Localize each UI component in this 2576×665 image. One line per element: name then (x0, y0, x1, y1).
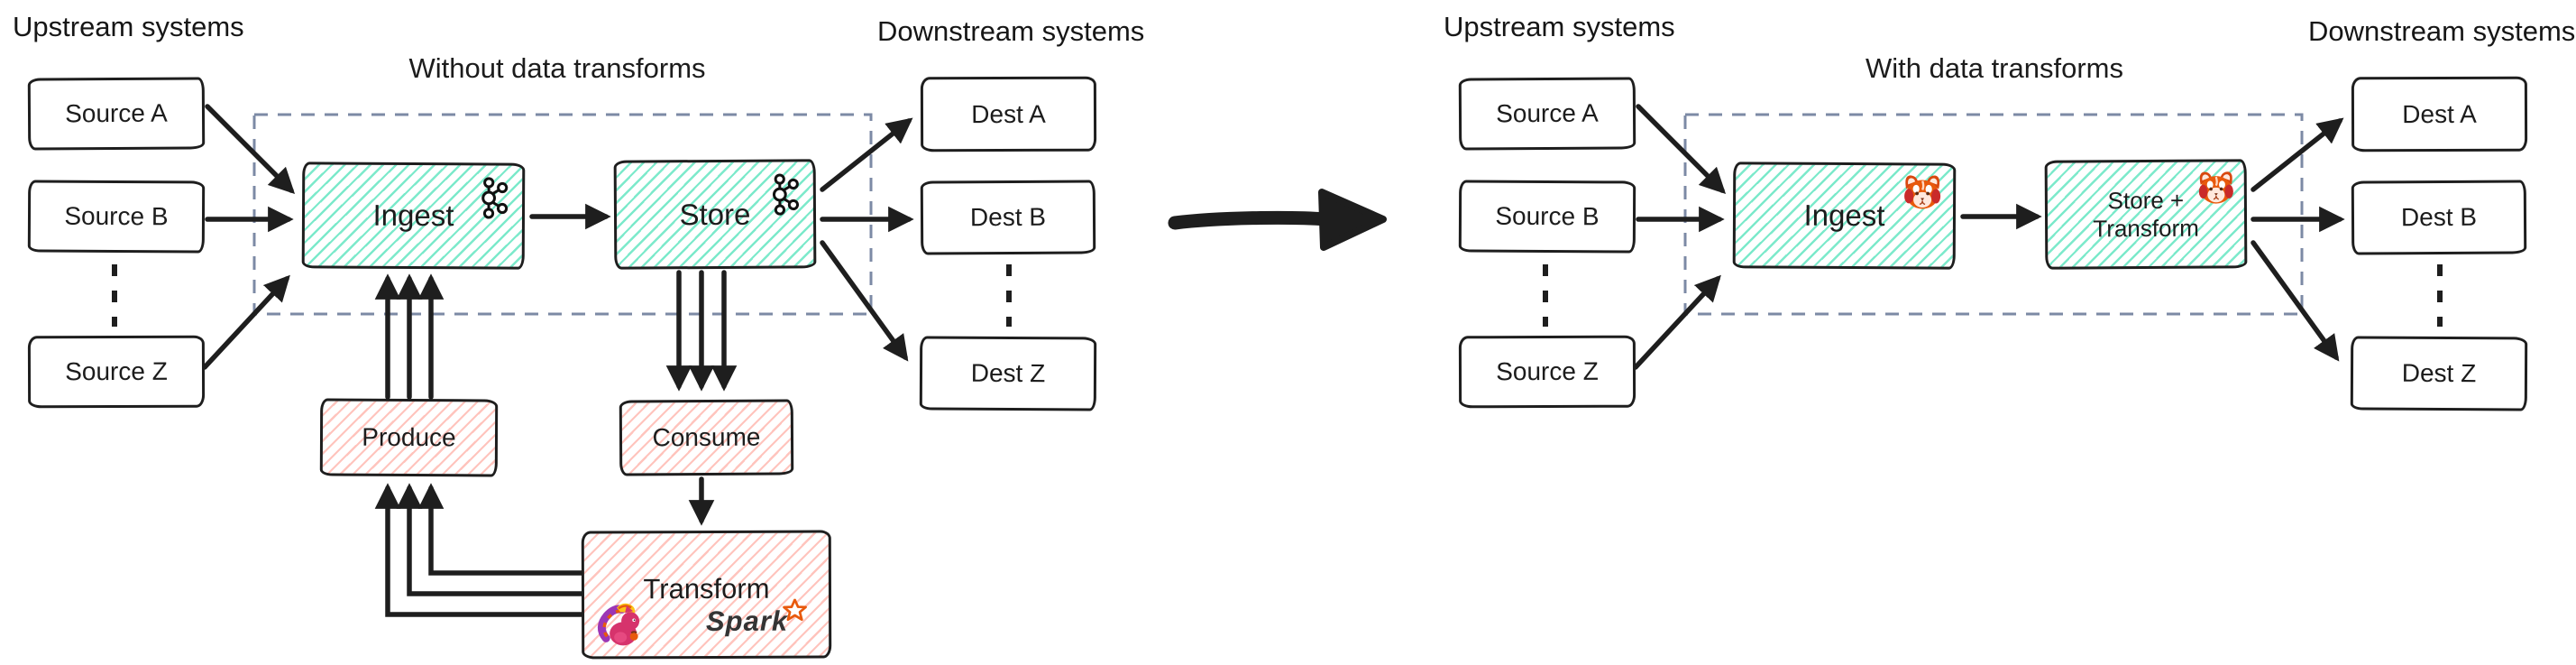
downstream-systems-label-right: Downstream systems (2308, 15, 2576, 47)
downstream-systems-label-left: Downstream systems (877, 15, 1145, 47)
source-a-label: Source A (65, 98, 168, 128)
source-z-node-right: Source Z (1458, 335, 1636, 409)
source-b-label: Source B (1495, 201, 1600, 231)
arrow-sourcez-ingest-right (1633, 274, 1721, 370)
dest-b-label: Dest B (2400, 202, 2478, 232)
store-transform-node: Store + Transform (2044, 159, 2248, 270)
source-a-label: Source A (1496, 98, 1599, 128)
store-transform-label-line2: Transform (2093, 214, 2199, 242)
source-z-label: Source Z (1496, 356, 1599, 386)
big-transition-arrow (1168, 189, 1387, 251)
ingest-label: Ingest (372, 198, 454, 233)
panel-title-without: Without data transforms (408, 52, 706, 84)
kafka-logo-icon (479, 176, 509, 219)
upstream-systems-label-left: Upstream systems (13, 11, 244, 42)
upstream-systems-label-right: Upstream systems (1444, 11, 1675, 42)
dest-a-label: Dest A (2402, 99, 2477, 128)
kafka-logo-icon (770, 172, 801, 216)
arrow-sourcez-ingest-left (202, 274, 290, 370)
consume-label: Consume (652, 422, 761, 452)
arrow-transform-produce-3 (417, 483, 587, 576)
red-panda-icon (1902, 172, 1942, 210)
arrow-sourcea-ingest-right (1636, 104, 1727, 195)
spark-logo-text: Spark (705, 605, 789, 638)
arrow-storetransform-destz (2251, 240, 2340, 362)
consume-node: Consume (619, 399, 794, 476)
store-node-left: Store (613, 159, 817, 270)
ingest-node-left: Ingest (301, 162, 526, 270)
source-z-node-left: Source Z (27, 335, 206, 409)
dest-z-node-left: Dest Z (919, 336, 1097, 411)
dest-z-label: Dest Z (970, 358, 1046, 388)
produce-node: Produce (319, 398, 499, 477)
dest-a-node-right: Dest A (2351, 76, 2528, 152)
source-b-node-right: Source B (1458, 180, 1636, 254)
arrow-sourcea-ingest-left (205, 104, 296, 195)
source-b-label: Source B (64, 201, 169, 231)
arrow-storetransform-desta (2251, 117, 2344, 192)
spark-logo: Spark (705, 598, 812, 638)
arrow-transform-produce-2 (396, 483, 587, 596)
source-z-label: Source Z (65, 356, 168, 386)
red-panda-icon (2197, 169, 2235, 205)
dest-b-node-right: Dest B (2351, 180, 2527, 255)
store-label: Store (679, 197, 751, 231)
source-a-node-right: Source A (1458, 77, 1636, 151)
dest-z-label: Dest Z (2401, 358, 2477, 388)
transform-node: Transform Spark (581, 530, 832, 660)
ingest-node-right: Ingest (1732, 162, 1957, 270)
ingest-label: Ingest (1803, 198, 1885, 233)
arrow-store-desta (820, 117, 913, 192)
dest-b-node-left: Dest B (920, 180, 1096, 255)
dest-a-node-left: Dest A (920, 76, 1097, 152)
produce-label: Produce (362, 422, 456, 452)
dest-a-label: Dest A (971, 99, 1046, 128)
source-b-node-left: Source B (27, 180, 206, 254)
dest-z-node-right: Dest Z (2350, 336, 2528, 411)
flink-squirrel-logo-icon (595, 600, 644, 647)
spark-star-icon (783, 598, 807, 623)
transform-label: Transform (643, 572, 770, 605)
arrow-store-destz (820, 240, 909, 362)
panel-title-with: With data transforms (1866, 52, 2123, 84)
source-a-node-left: Source A (27, 77, 206, 151)
store-transform-label-line1: Store + (2107, 186, 2185, 215)
arrow-transform-produce-1 (374, 483, 587, 617)
dest-b-label: Dest B (969, 202, 1047, 232)
